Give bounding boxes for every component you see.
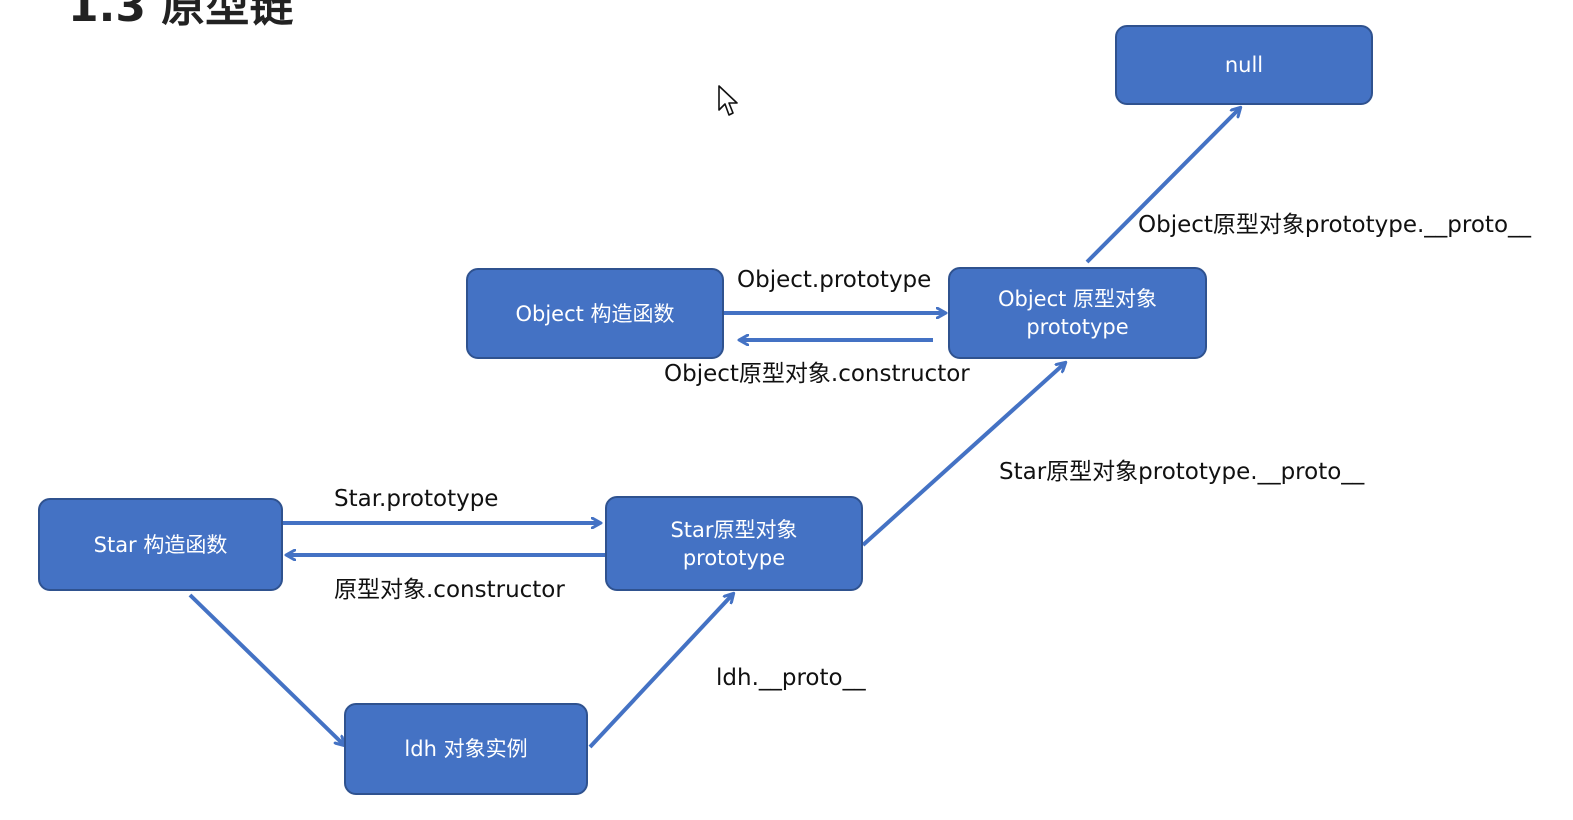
label-star-constructor-back: 原型对象.constructor	[334, 577, 565, 603]
label-object-proto-to-null: Object原型对象prototype.__proto__	[1138, 212, 1532, 238]
object-constructor-node: Object 构造函数	[466, 268, 724, 359]
null-node: null	[1115, 25, 1373, 105]
null-node-label: null	[1224, 53, 1264, 77]
arrow-star-to-ldh	[188, 593, 344, 745]
label-star-prototype: Star.prototype	[334, 486, 499, 512]
arrow-ldh-proto	[588, 594, 733, 749]
star-constructor-node: Star 构造函数	[38, 498, 283, 591]
object-prototype-node: Object 原型对象 prototype	[948, 267, 1207, 359]
label-object-prototype: Object.prototype	[737, 267, 932, 293]
label-ldh-proto: ldh.__proto__	[716, 665, 866, 691]
ldh-instance-label: ldh 对象实例	[404, 737, 528, 761]
label-star-proto-to-object: Star原型对象prototype.__proto__	[999, 459, 1365, 485]
label-object-constructor-back: Object原型对象.constructor	[664, 361, 970, 387]
star-prototype-line2: prototype	[682, 545, 786, 570]
star-constructor-label: Star 构造函数	[93, 532, 228, 557]
mouse-pointer-icon	[718, 85, 738, 116]
object-constructor-label: Object 构造函数	[515, 301, 675, 326]
page-title: 1.3 原型链	[68, 0, 294, 32]
arrow-object-proto-to-null	[1085, 108, 1240, 264]
ldh-instance-node: ldh 对象实例	[344, 703, 588, 795]
arrow-star-proto-to-object	[861, 363, 1065, 547]
object-prototype-line1: Object 原型对象	[997, 287, 1158, 311]
star-prototype-node: Star原型对象 prototype	[605, 496, 863, 591]
star-prototype-line1: Star原型对象	[670, 517, 798, 542]
object-prototype-line2: prototype	[1026, 315, 1129, 339]
